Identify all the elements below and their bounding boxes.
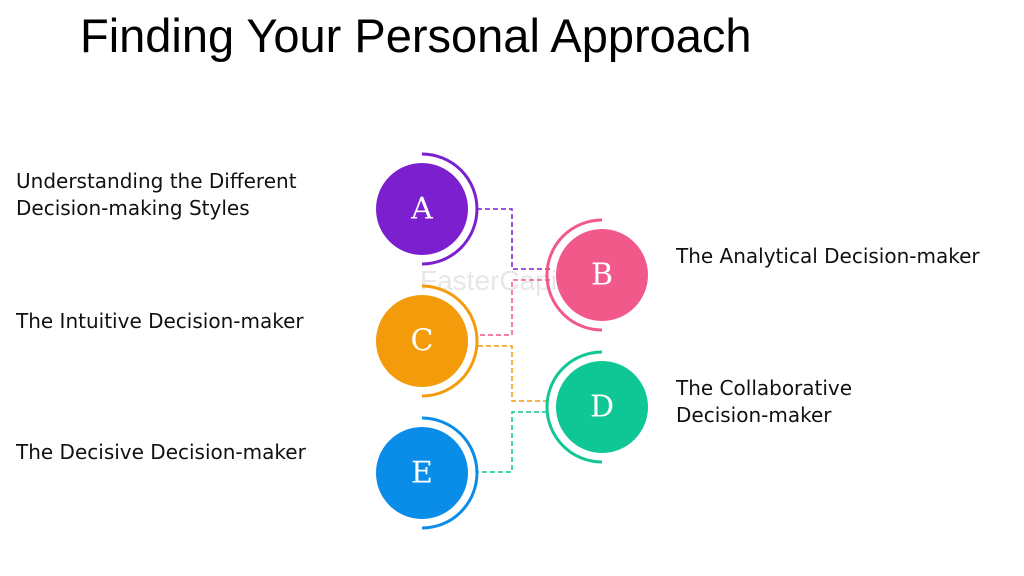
circle-c [376, 295, 468, 387]
arc-d [545, 350, 603, 464]
label-b: The Analytical Decision-maker [676, 244, 980, 268]
arc-b [545, 218, 603, 332]
letter-a: A [410, 192, 433, 227]
arc-e [421, 416, 479, 530]
connector-a-b [477, 208, 550, 270]
letter-d: D [590, 390, 614, 425]
label-d: The Collaborative Decision-maker [676, 376, 853, 427]
label-c: The Intuitive Decision-maker [16, 309, 304, 333]
arc-c [421, 284, 479, 398]
connector-c-d [478, 345, 547, 402]
label-e: The Decisive Decision-maker [16, 440, 306, 464]
circle-e [376, 427, 468, 519]
circle-a [376, 163, 468, 255]
letter-b: B [591, 258, 613, 293]
circle-b [556, 229, 648, 321]
slide-title: Finding Your Personal Approach [80, 9, 752, 62]
label-a: Understanding the Different Decision-mak… [16, 169, 297, 220]
letter-c: C [411, 324, 434, 359]
connector-b-c [478, 279, 550, 336]
arc-a [421, 152, 479, 266]
letter-e: E [411, 456, 433, 491]
circle-d [556, 361, 648, 453]
connector-d-e [478, 411, 547, 473]
